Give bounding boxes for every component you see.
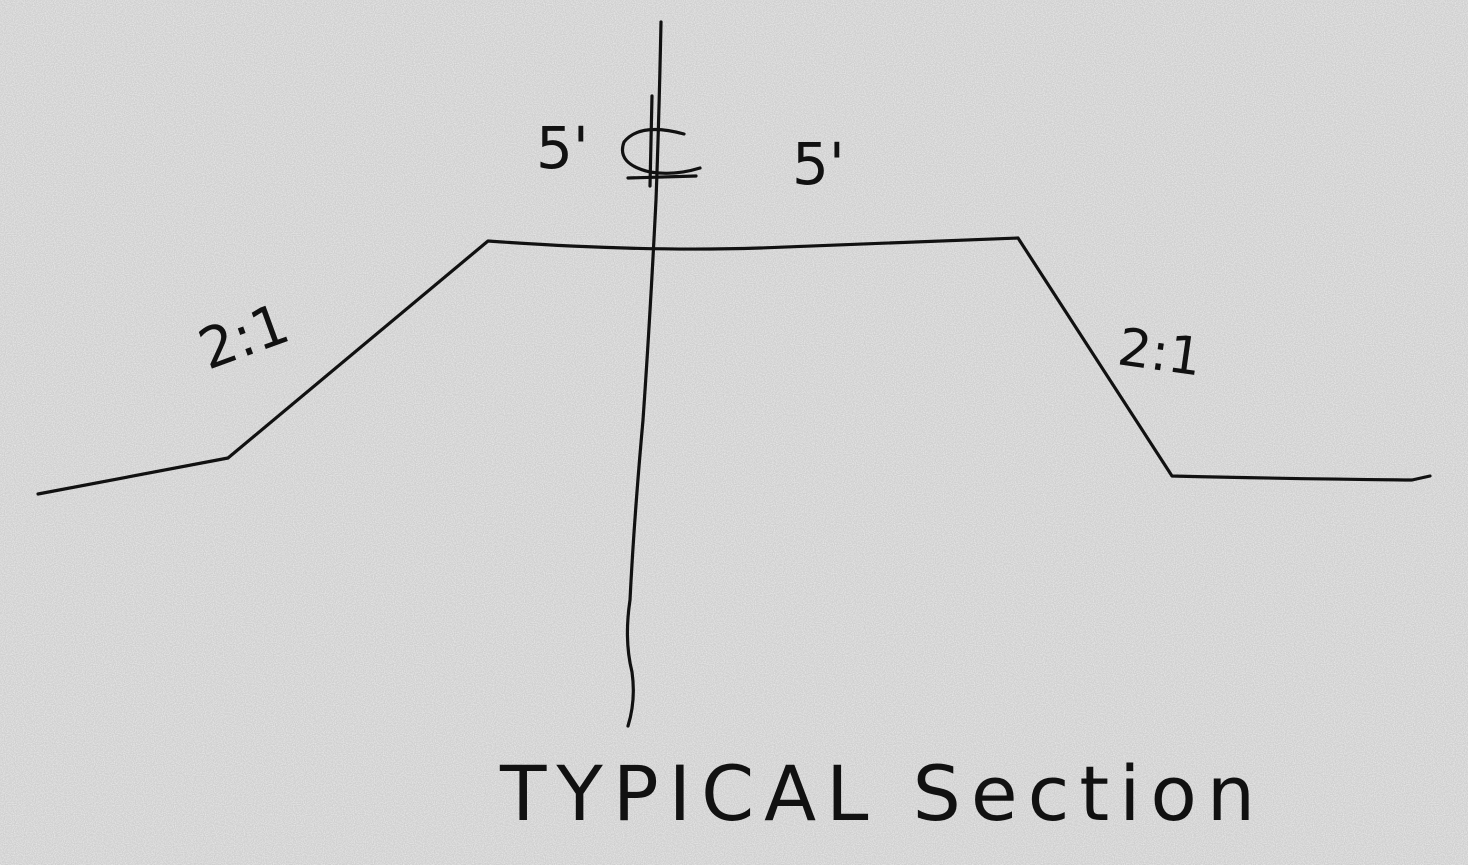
- centerline-symbol-icon: [621, 94, 702, 188]
- section-title: TYPICAL Section: [499, 749, 1265, 838]
- section-profile: [36, 236, 1432, 496]
- dimension-left-label: 5': [536, 114, 589, 182]
- centerline: [625, 20, 663, 728]
- slope-right-label: 2:1: [1114, 317, 1205, 388]
- dimension-right-label: 5': [792, 130, 845, 198]
